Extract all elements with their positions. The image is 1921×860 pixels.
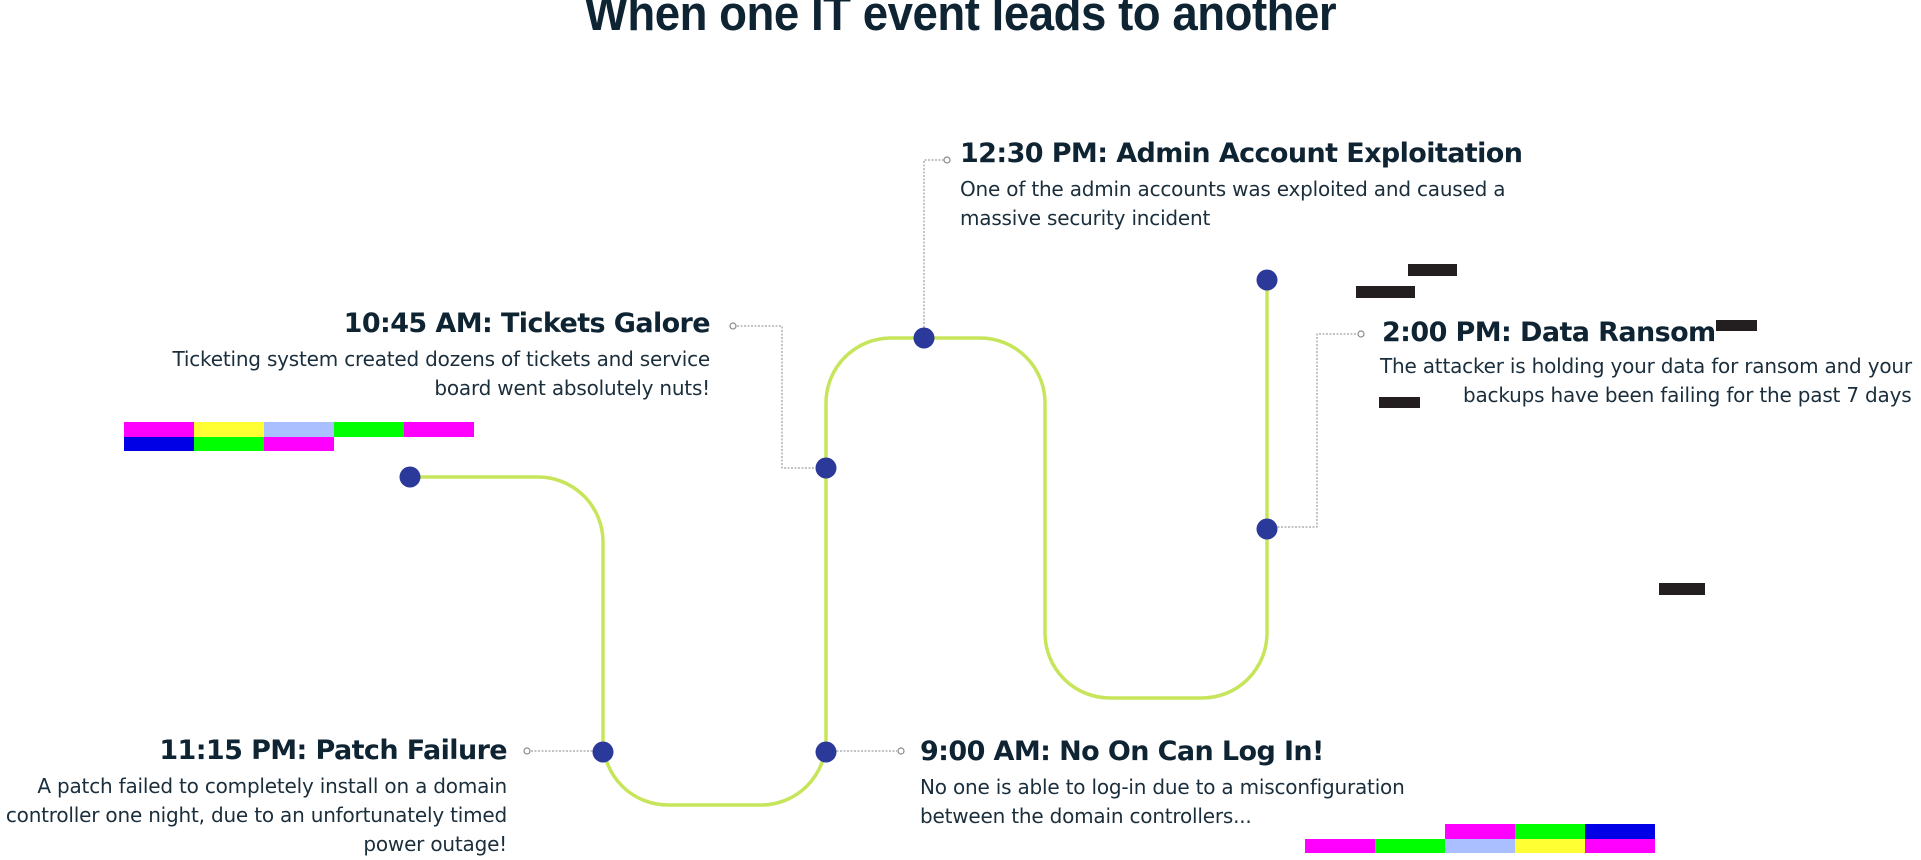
connector-end-icon (523, 747, 531, 755)
color-swatch (124, 422, 194, 437)
color-swatch (1445, 838, 1515, 853)
event-body: Ticketing system created dozens of ticke… (172, 347, 711, 400)
connector-end-icon (729, 322, 737, 330)
event-tickets: 10:45 AM: Tickets Galore Ticketing syste… (130, 307, 711, 403)
event-heading: 12:30 PM: Admin Account Exploitation (960, 138, 1523, 169)
color-swatch (1585, 824, 1655, 839)
color-swatch (264, 422, 334, 437)
color-swatch (264, 436, 334, 451)
event-body: One of the admin accounts was exploited … (960, 177, 1506, 230)
color-strip-bottom-right (1305, 824, 1655, 853)
redaction-bar (1659, 583, 1705, 595)
connector-ransom (1267, 333, 1358, 528)
event-body: A patch failed to completely install on … (5, 774, 507, 856)
event-ransom: 2:00 PM: Data Ransom The attacker is hol… (1380, 316, 1921, 410)
event-patch-failure: 11:15 PM: Patch Failure A patch failed t… (0, 734, 508, 859)
event-admin: 12:30 PM: Admin Account Exploitation One… (960, 137, 1560, 233)
nodes (399, 269, 1278, 763)
connector-admin (923, 159, 944, 338)
node-admin[interactable] (913, 327, 935, 349)
color-swatch (1305, 824, 1375, 839)
color-swatch (1375, 838, 1445, 853)
color-swatch (124, 436, 194, 451)
node-ransom[interactable] (1256, 518, 1278, 540)
color-strip-top-left (124, 422, 474, 451)
event-heading: 2:00 PM: Data Ransom (1382, 317, 1716, 348)
connector-tickets (737, 325, 826, 469)
color-swatch (334, 437, 404, 452)
redaction-bar (1379, 397, 1420, 408)
page-title: When one IT event leads to another (584, 0, 1337, 41)
node-end[interactable] (1256, 269, 1278, 291)
event-heading: 10:45 AM: Tickets Galore (343, 308, 711, 339)
color-swatch (404, 422, 474, 437)
node-tickets[interactable] (815, 457, 837, 479)
redaction-bar (1408, 264, 1457, 276)
connector-end-icon (897, 747, 905, 755)
color-swatch (1515, 824, 1585, 839)
color-swatch (1445, 824, 1515, 839)
color-swatch (1375, 824, 1445, 839)
redaction-bar (1356, 286, 1415, 298)
color-swatch (1585, 838, 1655, 853)
color-swatch (194, 422, 264, 437)
event-heading: 9:00 AM: No On Can Log In! (920, 736, 1324, 767)
color-swatch (194, 436, 264, 451)
connector-ends (523, 156, 1365, 755)
connector-end-icon (1357, 330, 1365, 338)
color-swatch (334, 422, 404, 437)
node-start[interactable] (399, 466, 421, 488)
node-login[interactable] (815, 741, 837, 763)
event-heading: 11:15 PM: Patch Failure (159, 735, 507, 766)
connectors (531, 159, 1358, 752)
event-body-line1: The attacker is holding your data for ra… (1380, 354, 1912, 378)
event-body-line2: backups have been failing for the past 7… (1463, 383, 1912, 407)
event-body: No one is able to log-in due to a miscon… (920, 775, 1405, 828)
color-swatch (404, 437, 474, 452)
connector-end-icon (943, 156, 951, 164)
color-swatch (1305, 838, 1375, 853)
redaction-bar (1716, 320, 1757, 331)
event-login: 9:00 AM: No On Can Log In! No one is abl… (920, 735, 1440, 831)
color-swatch (1515, 838, 1585, 853)
node-patch-failure[interactable] (592, 741, 614, 763)
